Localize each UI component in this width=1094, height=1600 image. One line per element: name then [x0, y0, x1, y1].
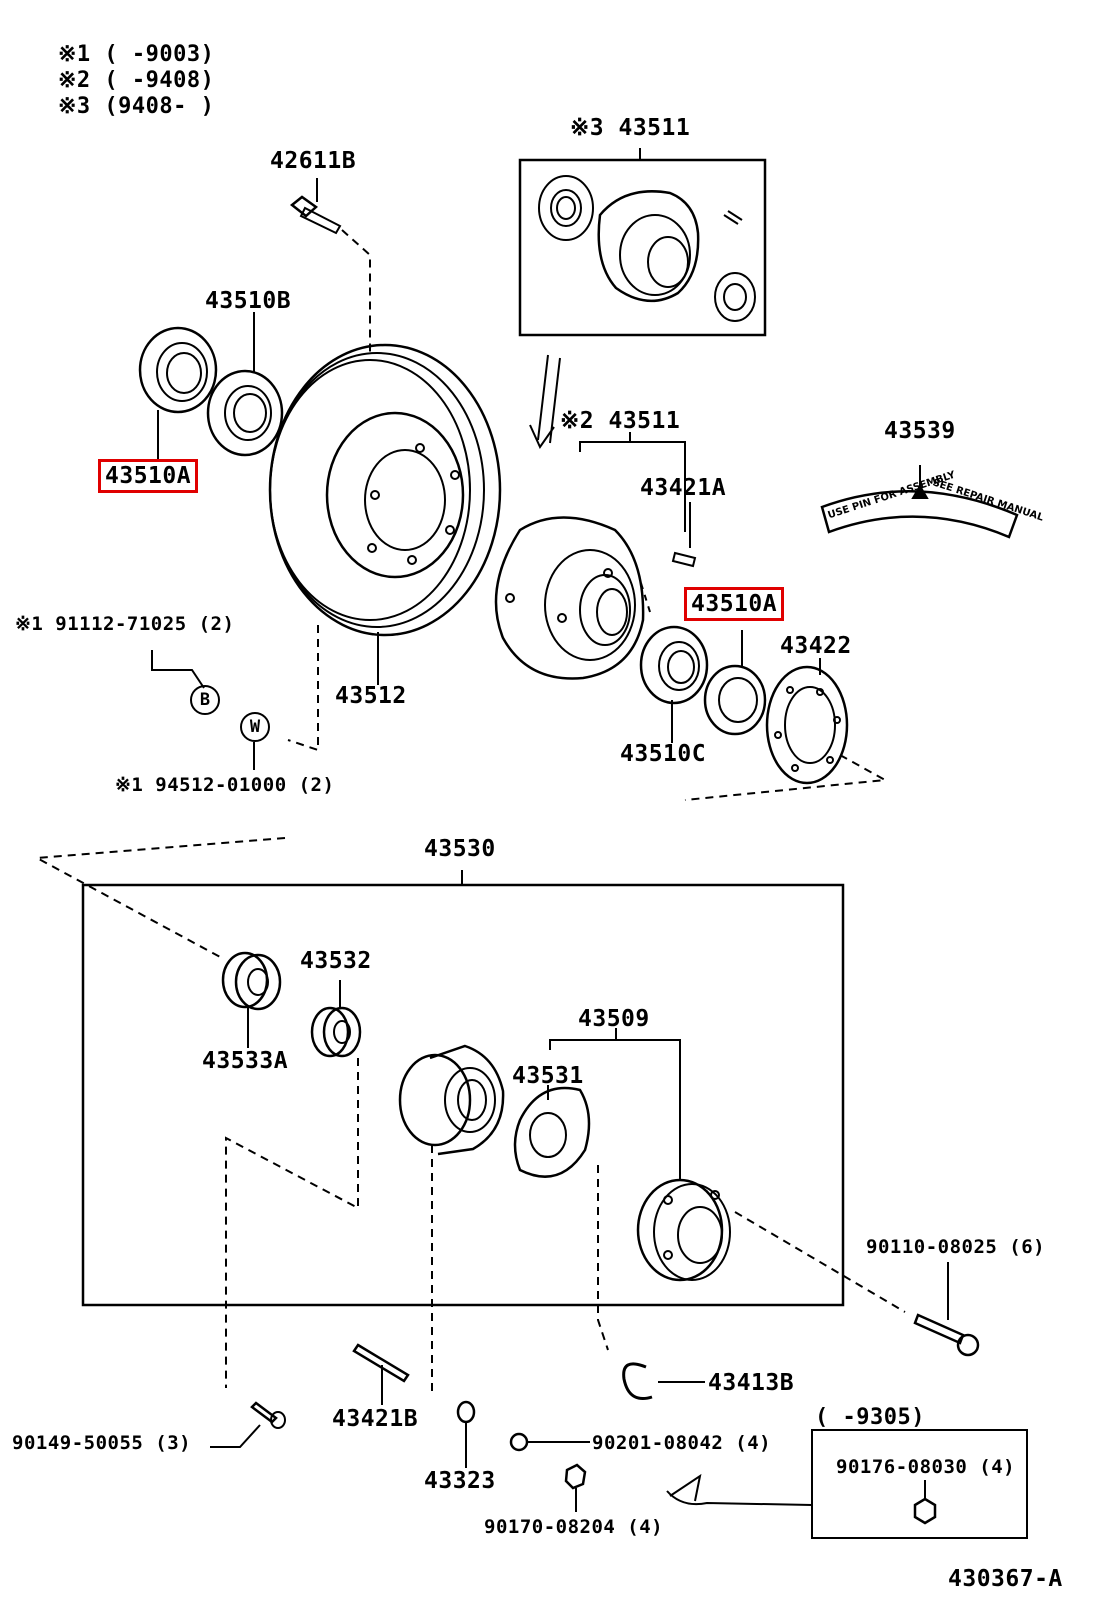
part-43510C: 43510C: [620, 741, 707, 767]
stud-43421B: [352, 1343, 410, 1405]
bearing-43510A-right: [703, 630, 767, 736]
part-43422: 43422: [780, 633, 852, 659]
note-2: ※2 ( -9408): [58, 68, 215, 93]
body-43509-inner: [398, 1044, 505, 1395]
screw-90149: [210, 1401, 286, 1448]
part-90149: 90149-50055 (3): [12, 1432, 192, 1454]
hub-assembly-box-3: [518, 148, 767, 337]
part-43510A-right-highlight: 43510A: [684, 587, 785, 621]
part-43530: 43530: [424, 836, 496, 862]
part-90201: 90201-08042 (4): [592, 1432, 772, 1454]
part-90110: 90110-08025 (6): [866, 1236, 1046, 1258]
cover-43509-outer: [549, 1028, 906, 1313]
callout-b: B: [190, 685, 220, 715]
hub-43511: [494, 432, 686, 680]
caution-tag-43539: [820, 465, 1019, 539]
hub-bolt-42611B: [289, 178, 371, 355]
note-1: ※1 ( -9003): [58, 42, 215, 67]
nut-90176-box: [666, 1429, 1028, 1539]
part-43511-3: ※3 43511: [570, 115, 691, 141]
part-43533A: 43533A: [202, 1048, 289, 1074]
part-43512: 43512: [335, 683, 407, 709]
gasket-43422: [684, 658, 889, 801]
lock-nut-43533A: [221, 951, 282, 1048]
assembly-arrow: [529, 354, 561, 450]
lock-nut-43532: [225, 980, 362, 1388]
ring-43531: [513, 1085, 609, 1351]
bearing-43510C: [639, 625, 709, 743]
part-9305-note: ( -9305): [815, 1405, 925, 1430]
part-43323: 43323: [424, 1468, 496, 1494]
nut-90170: [564, 1463, 587, 1512]
part-43413B: 43413B: [708, 1370, 795, 1396]
part-94512: ※1 94512-01000 (2): [115, 774, 335, 796]
part-43421A: 43421A: [640, 475, 727, 501]
part-90176: 90176-08030 (4): [836, 1456, 1016, 1478]
bearing-43510B: [206, 312, 284, 457]
disc-rotor-43512: [268, 343, 502, 752]
part-43532: 43532: [300, 948, 372, 974]
bearing-43510A-left: [138, 326, 218, 462]
pin-43421A: [639, 502, 697, 613]
part-43531: 43531: [512, 1063, 584, 1089]
leader-91112: [151, 650, 205, 689]
part-42611B: 42611B: [270, 148, 357, 174]
lock-hub-box-43530: [81, 870, 845, 1307]
figure-id: 430367-A: [948, 1566, 1063, 1592]
nut-90201: [509, 1432, 590, 1452]
bolt-90110: [913, 1262, 980, 1357]
callout-w: W: [240, 712, 270, 742]
note-3: ※3 (9408- ): [58, 94, 215, 119]
part-90170: 90170-08204 (4): [484, 1516, 664, 1538]
part-43511-2: ※2 43511: [560, 408, 681, 434]
part-43539: 43539: [884, 418, 956, 444]
part-43421B: 43421B: [332, 1406, 419, 1432]
part-43510A-left-highlight: 43510A: [98, 459, 199, 493]
part-91112: ※1 91112-71025 (2): [15, 613, 235, 635]
snap-ring-43413B: [622, 1362, 705, 1400]
nut-43323: [456, 1400, 476, 1468]
part-43509: 43509: [578, 1006, 650, 1032]
dashed-link-upper: [33, 837, 286, 959]
part-43510B: 43510B: [205, 288, 292, 314]
